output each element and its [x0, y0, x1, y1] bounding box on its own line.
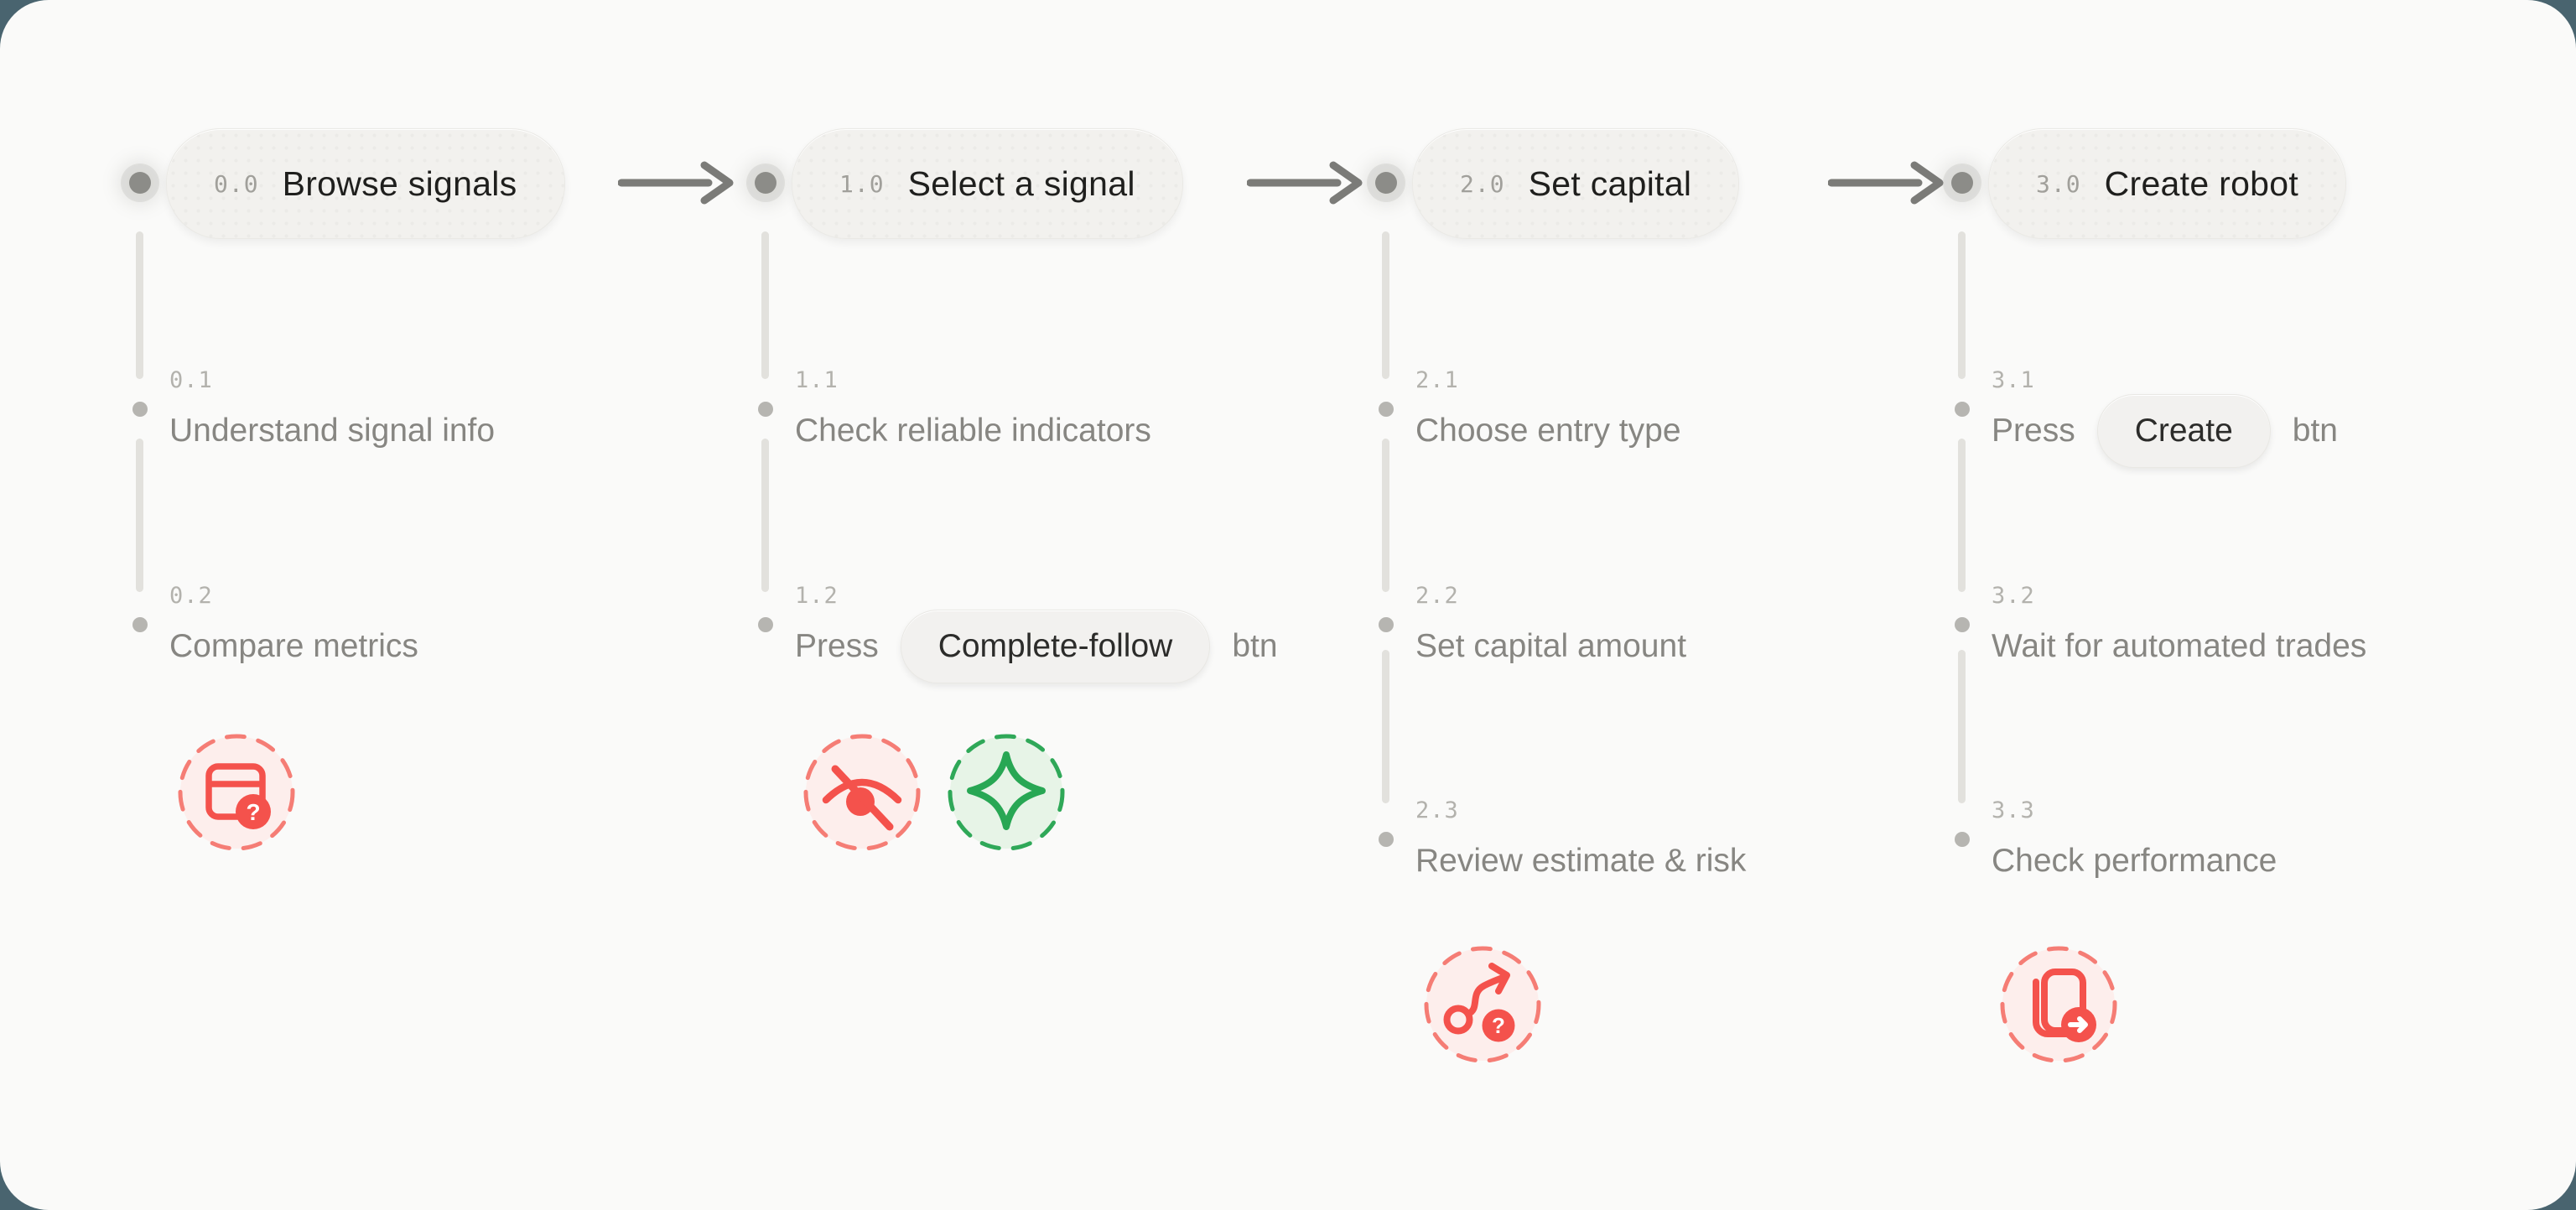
timeline-segment — [1382, 650, 1389, 803]
sparkle-icon — [948, 734, 1065, 851]
step-item: 2.1 Choose entry type — [1415, 366, 1681, 452]
step-label: Set capital amount — [1415, 628, 1687, 664]
step-item: 0.2 Compare metrics — [169, 582, 418, 667]
flow-arrow-right-icon — [1828, 161, 1944, 205]
stage-label: Browse signals — [282, 164, 517, 203]
create-button[interactable]: Create — [2096, 394, 2271, 468]
timeline-segment — [1958, 650, 1966, 803]
step-dot — [1955, 402, 1970, 417]
route-question-icon: ? — [1424, 946, 1541, 1063]
flow-arrow-right-icon — [1247, 161, 1363, 205]
complete-follow-button[interactable]: Complete-follow — [900, 610, 1211, 683]
flow-arrow-right-icon — [618, 161, 734, 205]
step-label: Check reliable indicators — [795, 413, 1151, 449]
step-dot — [1379, 832, 1394, 847]
step-item: 2.2 Set capital amount — [1415, 582, 1686, 667]
step-number: 3.1 — [1992, 367, 2035, 393]
window-question-icon: ? — [178, 734, 295, 851]
step-dot — [758, 617, 773, 632]
step-item: 2.3 Review estimate & risk — [1415, 797, 1746, 882]
timeline-segment — [1958, 439, 1966, 592]
step-dot — [1379, 402, 1394, 417]
stage-label: Create robot — [2104, 164, 2299, 203]
step-number: 2.1 — [1415, 367, 1459, 393]
timeline-segment — [136, 439, 143, 592]
step-item: 0.1 Understand signal info — [169, 366, 495, 452]
step-number: 1.1 — [795, 367, 839, 393]
step-label: Review estimate & risk — [1415, 843, 1747, 879]
step-label: Compare metrics — [169, 628, 418, 664]
stage-number: 1.0 — [839, 169, 885, 198]
step-dot — [132, 402, 148, 417]
timeline-segment — [761, 231, 769, 379]
step-dot — [132, 617, 148, 632]
step-number: 2.3 — [1415, 797, 1459, 823]
document-arrow-icon — [2000, 946, 2117, 1063]
step-label-suffix: btn — [2292, 413, 2338, 449]
step-item: 3.3 Check performance — [1992, 797, 2277, 882]
stage-column-set-capital: 2.0 Set capital 2.1 Choose entry type 2.… — [1357, 0, 1977, 1210]
step-label-prefix: Press — [795, 628, 879, 664]
question-glyph: ? — [246, 799, 260, 825]
stage-node-dot — [129, 172, 151, 194]
step-label: Choose entry type — [1415, 413, 1681, 449]
step-number: 3.3 — [1992, 797, 2035, 823]
step-item: 3.2 Wait for automated trades — [1992, 582, 2366, 667]
question-glyph: ? — [1492, 1013, 1505, 1038]
step-label: Understand signal info — [169, 413, 496, 449]
stage-number: 3.0 — [2036, 169, 2081, 198]
step-number: 1.2 — [795, 583, 839, 609]
step-number: 2.2 — [1415, 583, 1459, 609]
stage-pill-browse-signals[interactable]: 0.0 Browse signals — [166, 128, 565, 239]
step-dot — [1955, 617, 1970, 632]
step-item: 3.1 Press Create btn — [1992, 366, 2338, 468]
step-number: 3.2 — [1992, 583, 2035, 609]
step-item: 1.1 Check reliable indicators — [795, 366, 1151, 452]
eye-off-icon — [803, 734, 921, 851]
stage-number: 2.0 — [1460, 169, 1505, 198]
timeline-segment — [136, 231, 143, 379]
step-dot — [758, 402, 773, 417]
timeline-segment — [1958, 231, 1966, 379]
step-number: 0.2 — [169, 583, 213, 609]
stage-label: Set capital — [1528, 164, 1692, 203]
stage-node-dot — [1951, 172, 1973, 194]
step-item: 1.2 Press Complete-follow btn — [795, 582, 1278, 683]
stage-node-dot — [755, 172, 776, 194]
stage-node-dot — [1375, 172, 1397, 194]
stage-pill-select-signal[interactable]: 1.0 Select a signal — [792, 128, 1183, 239]
step-dot — [1955, 832, 1970, 847]
step-label-suffix: btn — [1232, 628, 1278, 664]
stage-pill-create-robot[interactable]: 3.0 Create robot — [1988, 128, 2347, 239]
timeline-segment — [761, 439, 769, 592]
step-number: 0.1 — [169, 367, 213, 393]
stage-pill-set-capital[interactable]: 2.0 Set capital — [1412, 128, 1740, 239]
step-dot — [1379, 617, 1394, 632]
stage-label: Select a signal — [907, 164, 1135, 203]
stage-number: 0.0 — [214, 169, 259, 198]
stage-column-create-robot: 3.0 Create robot 3.1 Press Create btn 3.… — [1933, 0, 2553, 1210]
step-label-prefix: Press — [1992, 413, 2075, 449]
stage-column-browse-signals: 0.0 Browse signals 0.1 Understand signal… — [111, 0, 731, 1210]
step-label: Check performance — [1992, 843, 2277, 879]
stage-column-select-signal: 1.0 Select a signal 1.1 Check reliable i… — [736, 0, 1357, 1210]
step-label: Wait for automated trades — [1992, 628, 2367, 664]
timeline-segment — [1382, 231, 1389, 379]
timeline-segment — [1382, 439, 1389, 592]
